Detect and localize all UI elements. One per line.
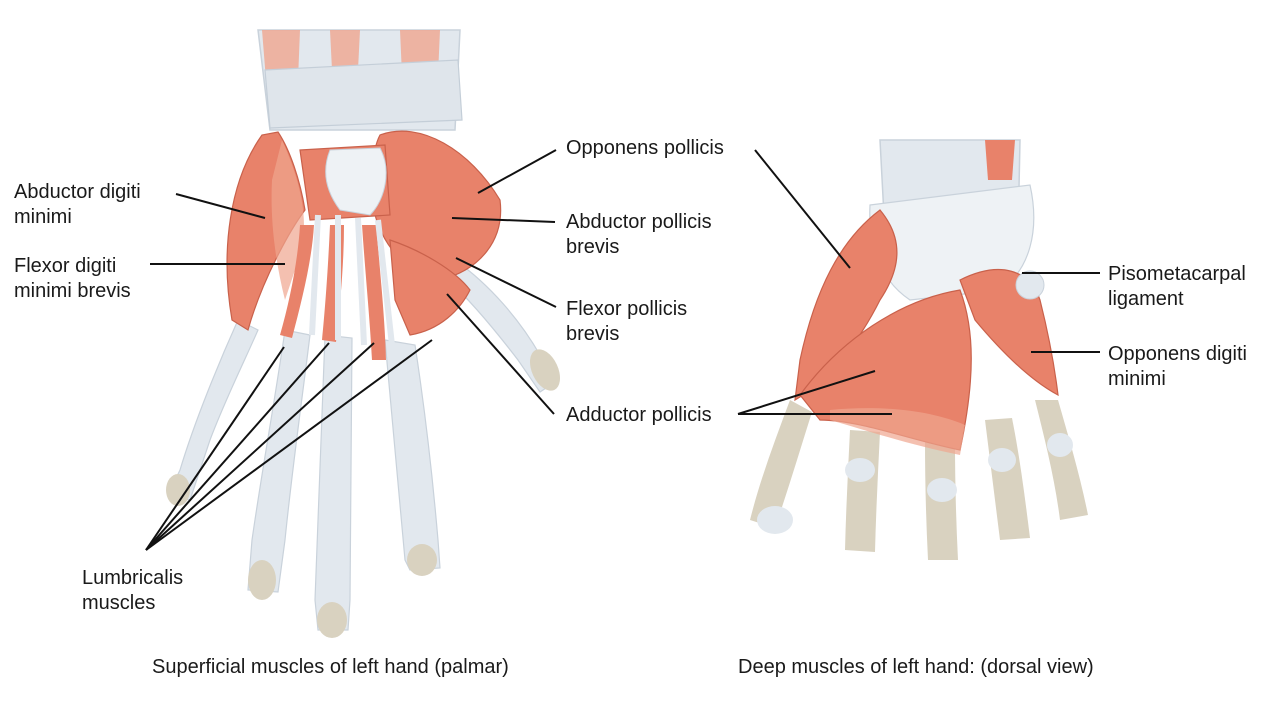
label-line: Adductor pollicis bbox=[566, 404, 712, 426]
left-forearm-muscle-stripe bbox=[262, 30, 300, 80]
label-line: ligament bbox=[1108, 288, 1184, 310]
leader-lumbricalis-4 bbox=[145, 339, 433, 551]
left-retinaculum bbox=[264, 59, 463, 129]
left-fingertip-1 bbox=[166, 474, 190, 506]
label-flexor-pollicis-brevis: Flexor pollicis brevis bbox=[566, 297, 687, 347]
label-line: brevis bbox=[566, 236, 620, 258]
caption-right: Deep muscles of left hand: (dorsal view) bbox=[738, 656, 1094, 678]
left-fingertip-2 bbox=[248, 560, 276, 600]
label-line: Abductor digiti bbox=[14, 181, 141, 203]
right-pisiform bbox=[1015, 270, 1045, 300]
label-opponens-pollicis: Opponens pollicis bbox=[566, 136, 724, 161]
label-abductor-pollicis-brevis: Abductor pollicis brevis bbox=[566, 210, 712, 260]
leader-opponens-pollicis-left bbox=[477, 149, 557, 194]
label-line: Opponens digiti bbox=[1108, 343, 1247, 365]
leader-lumbricalis-1 bbox=[145, 346, 285, 551]
label-line: Abductor pollicis bbox=[566, 211, 712, 233]
leader-abductor-digiti-minimi bbox=[175, 193, 266, 219]
label-line: muscles bbox=[82, 592, 156, 614]
right-finger-4 bbox=[985, 418, 1030, 540]
leader-opponens-pollicis-right bbox=[754, 149, 851, 269]
leader-adductor-pollicis-left bbox=[446, 293, 555, 415]
right-fingertip-2 bbox=[845, 458, 875, 482]
left-fingertip-4 bbox=[407, 544, 437, 576]
label-flexor-digiti-minimi-brevis: Flexor digiti minimi brevis bbox=[14, 254, 131, 304]
label-lumbricalis-muscles: Lumbricalis muscles bbox=[82, 566, 183, 616]
left-lumbrical-1 bbox=[280, 225, 314, 338]
left-fingertip-3 bbox=[317, 602, 347, 638]
left-finger-2 bbox=[247, 329, 311, 593]
leader-abductor-pollicis-brevis bbox=[451, 217, 556, 223]
right-fingertip-5 bbox=[1047, 433, 1073, 457]
right-adductor-lower bbox=[830, 408, 965, 455]
left-hypothenar-inner bbox=[271, 140, 304, 300]
left-thumb-tip bbox=[529, 349, 561, 391]
leader-lines bbox=[145, 149, 1100, 551]
label-line: minimi bbox=[1108, 368, 1166, 390]
left-flexor-tendons bbox=[309, 214, 395, 346]
label-line: minimi brevis bbox=[14, 280, 131, 302]
leader-lumbricalis-3 bbox=[145, 342, 375, 551]
label-adductor-pollicis: Adductor pollicis bbox=[566, 403, 712, 428]
label-opponens-digiti-minimi: Opponens digiti minimi bbox=[1108, 342, 1247, 392]
right-finger-1 bbox=[750, 400, 812, 528]
label-abductor-digiti-minimi: Abductor digiti minimi bbox=[14, 180, 141, 230]
right-hand-illustration bbox=[750, 139, 1088, 560]
right-fingertip-4 bbox=[988, 448, 1016, 472]
caption-left: Superficial muscles of left hand (palmar… bbox=[152, 656, 509, 678]
label-pisometacarpal-ligament: Pisometacarpal ligament bbox=[1108, 262, 1246, 312]
right-fingertip-1 bbox=[757, 506, 793, 534]
label-line: Flexor digiti bbox=[14, 255, 117, 277]
leader-adductor-pollicis-right-1 bbox=[737, 370, 876, 415]
label-line: brevis bbox=[566, 323, 620, 345]
label-line: minimi bbox=[14, 206, 72, 228]
label-line: Opponens pollicis bbox=[566, 137, 724, 159]
right-opponens-digiti-minimi-muscle bbox=[959, 269, 1059, 397]
left-palmar-aponeurosis bbox=[325, 147, 387, 216]
right-fingertip-3 bbox=[927, 478, 957, 502]
label-line: Lumbricalis bbox=[82, 567, 184, 589]
left-finger-4 bbox=[384, 339, 441, 571]
right-finger-5 bbox=[1035, 400, 1088, 520]
left-forearm-muscle-stripe-2 bbox=[330, 30, 360, 70]
left-lumbrical-3 bbox=[362, 225, 386, 360]
label-line: Flexor pollicis bbox=[566, 298, 688, 320]
left-finger-3 bbox=[314, 334, 353, 631]
right-finger-2 bbox=[845, 430, 880, 552]
leader-flexor-pollicis-brevis bbox=[455, 257, 557, 308]
right-forearm-muscle bbox=[985, 140, 1015, 180]
left-hand-illustration bbox=[166, 29, 561, 638]
left-adductor bbox=[389, 239, 471, 336]
label-line: Pisometacarpal bbox=[1108, 263, 1246, 285]
leader-lumbricalis-2 bbox=[145, 342, 330, 551]
